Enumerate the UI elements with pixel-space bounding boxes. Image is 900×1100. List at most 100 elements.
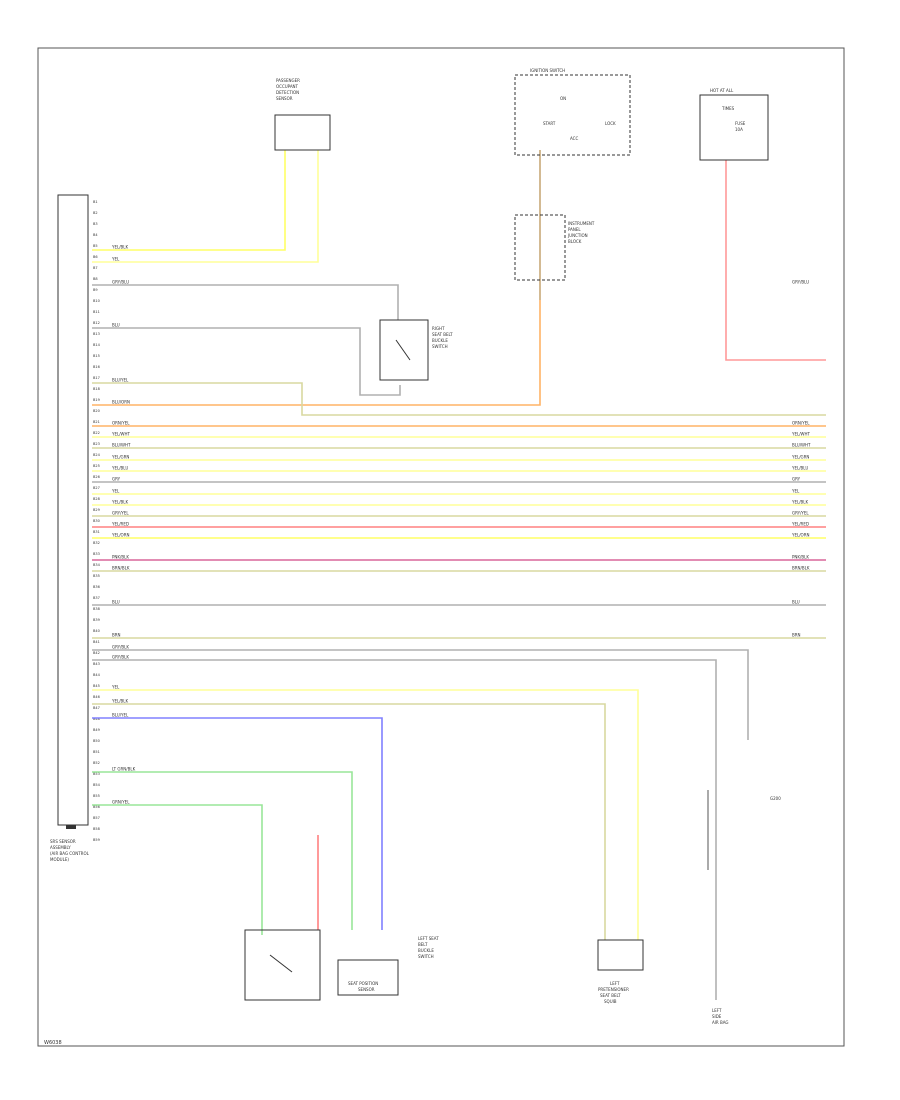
left-pretensioner-label-3: SEAT BELT (600, 993, 621, 998)
left-buckle-label-3: BUCKLE (418, 948, 434, 953)
control-module-pin: B14 (93, 343, 101, 347)
diagram-frame (37, 47, 845, 1047)
control-module-pin: B17 (93, 376, 100, 380)
control-module-pin: B27 (93, 486, 100, 490)
control-module-pin: B43 (93, 662, 100, 666)
control-module-ground-tab (66, 825, 76, 829)
right-buckle-switch: RIGHT SEAT BELT BUCKLE SWITCH (379, 319, 453, 381)
wire-orn-yel-to-junction (92, 300, 541, 406)
control-module-pin: B10 (93, 299, 100, 303)
left-pretensioner-box (597, 939, 644, 971)
wire-label-right: YEL/BLK (791, 500, 809, 505)
control-module-pin: B30 (93, 519, 100, 523)
ground-label: G200 (770, 796, 781, 801)
control-module-pin: B19 (93, 398, 100, 402)
left-side-airbag: LEFT SIDE AIR BAG G200 (707, 790, 781, 1025)
control-module-caption-4: MODULE) (50, 857, 69, 862)
control-module-pin: B44 (93, 673, 101, 677)
ignition-switch-start: START (543, 121, 556, 126)
fuse-block: HOT AT ALL TIMES FUSE 10A (699, 88, 769, 161)
wire-label-left: BLU/YEL (112, 713, 129, 718)
left-pretensioner-label-2: PRETENSIONER (598, 987, 629, 992)
control-module-caption-2: ASSEMBLY (50, 845, 71, 850)
control-module-pin: B20 (93, 409, 100, 413)
wire-label-left: BLU/ORN (112, 400, 130, 405)
wire-label-right: BLU (792, 600, 800, 605)
control-module-pin: B13 (93, 332, 100, 336)
control-module-pin: B50 (93, 739, 100, 743)
wire-label-left: ORN/YEL (112, 421, 130, 426)
control-module-pin: B58 (93, 827, 100, 831)
ignition-switch-lock: LOCK (605, 121, 616, 126)
wire-label-left: YEL/WHT (111, 432, 131, 437)
wire-left-yel-blk (92, 703, 606, 940)
wire-left-yel (92, 689, 639, 940)
wire-label-right: GRY/BLU (792, 280, 809, 285)
wire-label-left: YEL/BLK (111, 245, 129, 250)
footer-code: W6038 (44, 1040, 62, 1046)
wire-label-left: BRN (112, 633, 121, 638)
control-module-pin: B3 (93, 222, 98, 226)
control-module-pin: B7 (93, 266, 98, 270)
left-pretensioner-label-4: SQUIB (604, 999, 617, 1004)
seat-position-sensor-label-1: SEAT POSITION (348, 981, 378, 986)
wire-label-right: PNK/BLK (792, 555, 809, 560)
control-module-pin: B23 (93, 442, 100, 446)
control-module-pin: B56 (93, 805, 100, 809)
wire-label-right: YEL/WHT (791, 432, 811, 437)
wire-blu (92, 327, 401, 396)
wire-label-left: YEL/BLU (111, 466, 128, 471)
right-buckle-contact (395, 339, 411, 361)
left-buckle-label-2: BELT (418, 942, 428, 947)
control-module-pin: B59 (93, 838, 100, 842)
left-buckle-contact (269, 954, 293, 973)
wire-label-right: BLU/WHT (792, 443, 811, 448)
wire-left-blu-yel (92, 717, 383, 930)
wire-label-right: YEL/BLU (791, 466, 808, 471)
control-module-pin: B57 (93, 816, 100, 820)
control-module-pin: B34 (93, 563, 101, 567)
seat-position-sensor-label-2: SENSOR (358, 987, 375, 992)
control-module-pin: B25 (93, 464, 100, 468)
control-module-pin: B35 (93, 574, 100, 578)
wire-label-right: YEL (791, 489, 800, 494)
wire-label-left: LT GRN/BLK (112, 767, 136, 772)
junction-block: INSTRUMENT PANEL JUNCTION BLOCK (514, 214, 595, 281)
control-module-pin: B52 (93, 761, 100, 765)
control-module-pin: B40 (93, 629, 100, 633)
control-module-pin: B8 (93, 277, 98, 281)
wire-label-left: GRY (112, 477, 121, 482)
wire-label-left: YEL (111, 257, 120, 262)
right-buckle-label-1: RIGHT (432, 326, 445, 331)
control-module-pin: B4 (93, 233, 98, 237)
wire-passenger-sensor-yel-blk (92, 150, 286, 251)
wire-label-left: YEL/ORN (111, 533, 129, 538)
control-module-pin: B36 (93, 585, 100, 589)
control-module-pin: B41 (93, 640, 100, 644)
wire-label-right: YEL/GRN (791, 455, 809, 460)
wire-label-left: YEL/BLK (111, 699, 129, 704)
control-module-pin: B16 (93, 365, 100, 369)
control-module-pins: B1B2B3B4B5B6B7B8B9B10B11B12B13B14B15B16B… (93, 200, 101, 842)
control-module-pin: B15 (93, 354, 100, 358)
wire-label-left: BRN/BLK (112, 566, 130, 571)
control-module-pin: B12 (93, 321, 100, 325)
control-module-pin: B47 (93, 706, 100, 710)
control-module-pin: B49 (93, 728, 100, 732)
control-module-pin: B42 (93, 651, 100, 655)
right-buckle-label-2: SEAT BELT (432, 332, 453, 337)
wire-label-left: BLU (112, 323, 120, 328)
control-module-pin: B2 (93, 211, 98, 215)
wire-label-left: YEL/RED (111, 522, 129, 527)
control-module-pin: B55 (93, 794, 100, 798)
wire-label-left: GRY/BLK (112, 655, 129, 660)
ignition-switch: IGNITION SWITCH ON START LOCK ACC (514, 68, 631, 156)
control-module-pin: B46 (93, 695, 100, 699)
left-side-airbag-label-1: LEFT (712, 1008, 722, 1013)
control-module: B1B2B3B4B5B6B7B8B9B10B11B12B13B14B15B16B… (50, 194, 101, 862)
passenger-sensor-label-4: SENSOR (276, 96, 293, 101)
wire-fuse-pnk-blk (725, 160, 826, 361)
ignition-switch-on: ON (560, 96, 566, 101)
fuse-block-box (699, 94, 769, 161)
wire-label-left: GRN/YEL (112, 800, 130, 805)
